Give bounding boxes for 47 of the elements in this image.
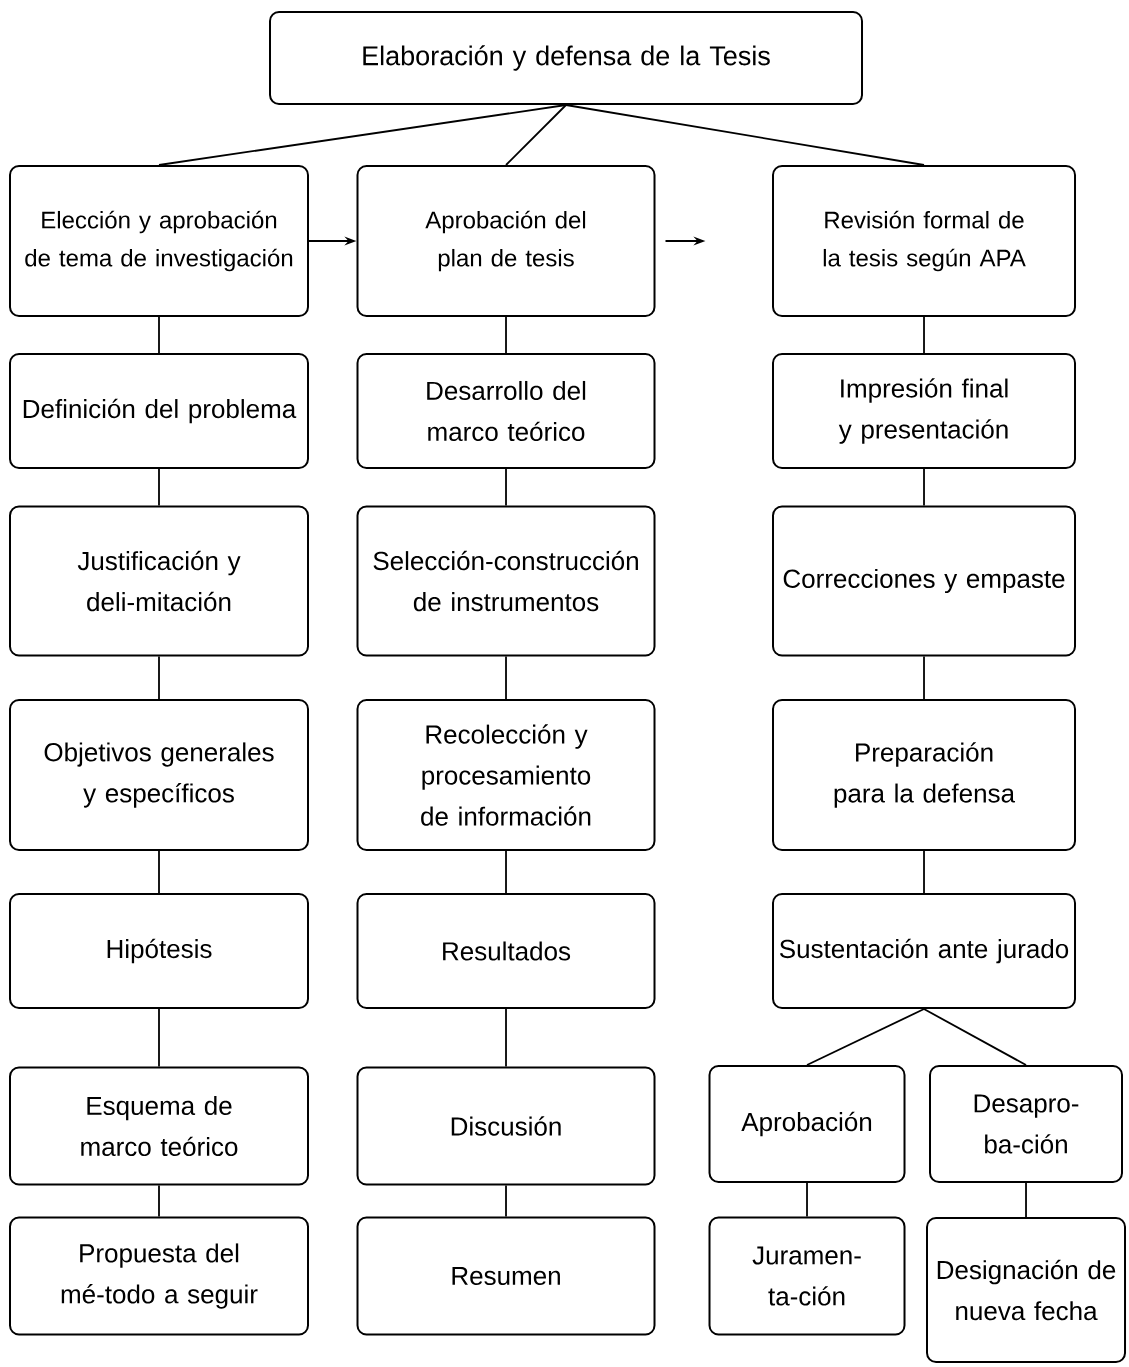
connector-line <box>923 850 925 894</box>
process-box: Recolección y procesamiento de información <box>356 699 656 851</box>
process-box: Justificación y deli-mitación <box>9 505 309 657</box>
connector-line <box>158 850 160 894</box>
connector-line <box>923 1008 1027 1066</box>
process-box: Juramen-ta-ción <box>708 1216 906 1336</box>
connector-line <box>158 1008 160 1068</box>
process-box: Designación de nueva fecha <box>926 1217 1126 1363</box>
connector-line <box>158 316 160 354</box>
process-box: Aprobación del plan de tesis <box>356 165 656 317</box>
process-box: Desapro-ba-ción <box>929 1065 1123 1183</box>
connector-line <box>505 1008 507 1068</box>
process-box: Discusión <box>356 1066 656 1186</box>
process-box: Revisión formal de la tesis según APA <box>772 165 1076 317</box>
connector-line <box>923 316 925 354</box>
connector-line <box>505 850 507 894</box>
process-box: Resultados <box>356 893 656 1009</box>
connector-line <box>505 468 507 507</box>
connector-line <box>505 1184 507 1218</box>
connector-line <box>158 104 567 166</box>
connector-line <box>505 104 567 166</box>
process-box: Aprobación <box>708 1065 906 1183</box>
connector-line <box>505 316 507 354</box>
process-box: Selección-construcción de instrumentos <box>356 505 656 657</box>
process-box: Sustentación ante jurado <box>772 893 1076 1009</box>
connector-line <box>806 1008 925 1066</box>
process-box: Elección y aprobación de tema de investigación <box>9 165 309 317</box>
title-box: Elaboración y defensa de la Tesis <box>269 11 863 105</box>
process-box: Impresión final y presentación <box>772 353 1076 469</box>
process-box: Preparación para la defensa <box>772 699 1076 851</box>
connector-line <box>565 104 925 166</box>
connector-line <box>158 1184 160 1218</box>
process-box: Objetivos generales y específicos <box>9 699 309 851</box>
process-box: Hipótesis <box>9 893 309 1009</box>
connector-line <box>505 655 507 700</box>
connector-line <box>923 468 925 507</box>
process-box: Resumen <box>356 1216 656 1336</box>
process-box: Esquema de marco teórico <box>9 1066 309 1186</box>
process-box: Definición del problema <box>9 353 309 469</box>
connector-line <box>806 1182 808 1218</box>
process-box: Desarrollo del marco teórico <box>356 353 656 469</box>
connector-line <box>1025 1182 1027 1218</box>
connector-line <box>923 655 925 700</box>
connector-line <box>158 468 160 507</box>
process-box: Propuesta del mé-todo a seguir <box>9 1216 309 1336</box>
process-box: Correcciones y empaste <box>772 505 1076 657</box>
connector-line <box>158 655 160 700</box>
